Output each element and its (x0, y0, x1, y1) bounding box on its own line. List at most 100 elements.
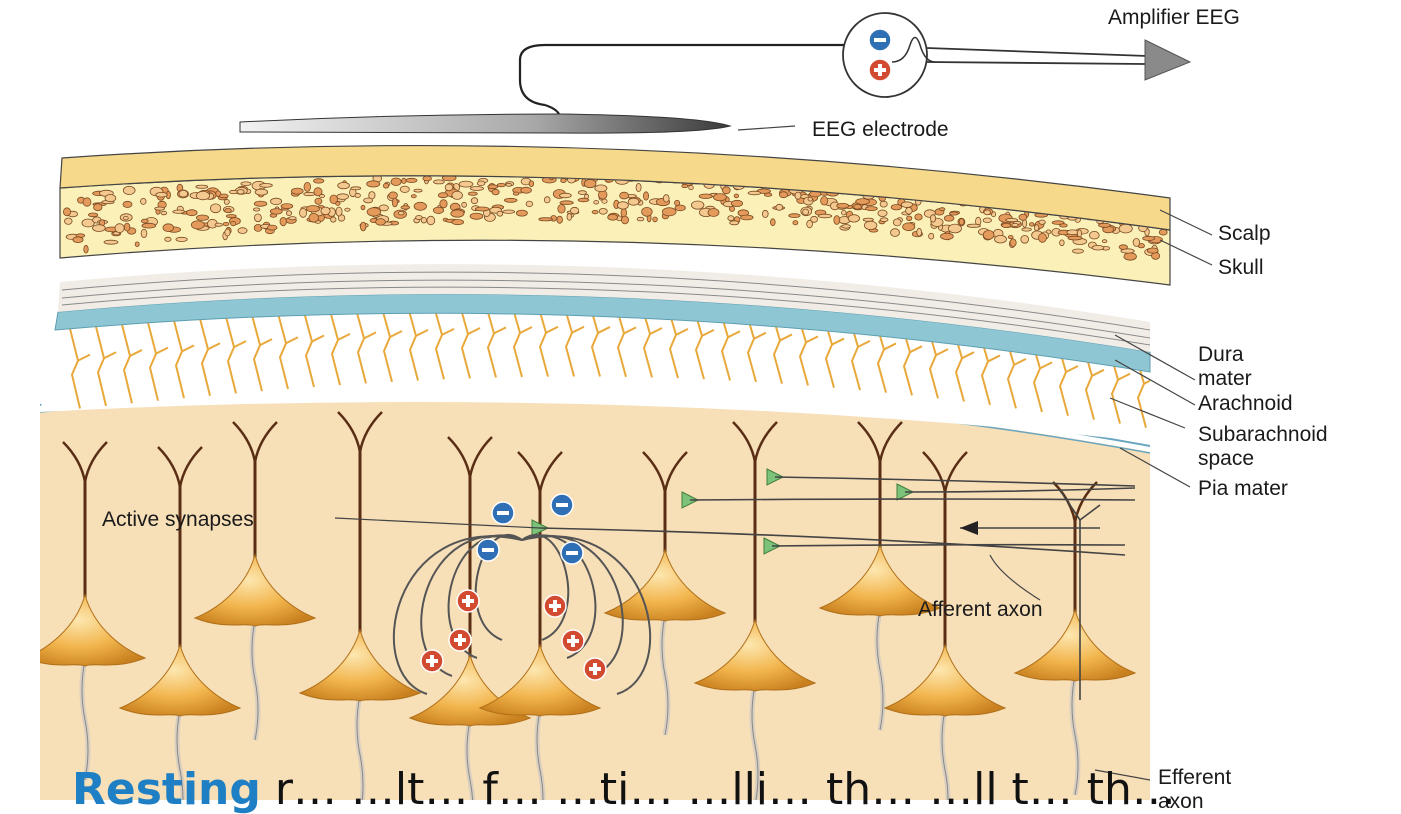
bone-cell (929, 233, 934, 239)
bone-cell (1029, 223, 1034, 227)
bone-cell (360, 222, 366, 231)
bone-cell (504, 198, 517, 202)
bone-cell (944, 215, 954, 221)
bone-cell (714, 194, 727, 201)
bone-cell (1067, 230, 1079, 235)
bone-cell (1119, 224, 1132, 233)
bone-cell (730, 221, 739, 225)
bone-cell (561, 178, 567, 182)
bone-cell (314, 179, 324, 183)
bone-cell (165, 237, 171, 241)
bone-cell (779, 192, 787, 198)
bone-cell (238, 228, 247, 234)
bone-cell (83, 198, 91, 206)
bone-cell (367, 181, 380, 187)
bone-cell (620, 192, 629, 199)
bone-cell (281, 204, 293, 209)
bone-cell (948, 224, 961, 233)
bone-cell (557, 216, 563, 223)
bone-cell (506, 183, 511, 186)
bone-cell (949, 212, 958, 215)
bone-cell (854, 204, 862, 209)
bone-cell (842, 210, 847, 215)
bone-cell (406, 178, 417, 182)
bone-cell (864, 221, 877, 229)
bone-cell (345, 208, 350, 211)
electrode-label: EEG electrode (812, 118, 949, 142)
bone-cell (1143, 236, 1155, 240)
bone-cell (903, 223, 915, 231)
bone-cell (1010, 239, 1016, 247)
bone-cell (770, 219, 775, 226)
bone-cell (663, 195, 669, 202)
bone-cell (254, 214, 261, 222)
bone-cell (521, 187, 532, 193)
bone-cell (434, 180, 445, 184)
caption-clip: Resting r… …lt… f… …ti… …lli… th… …ll t…… (0, 770, 1401, 814)
bone-cell (462, 202, 467, 207)
bone-cell (280, 217, 286, 225)
bone-cell (93, 225, 106, 232)
bone-cell (821, 197, 828, 206)
bone-cell (191, 221, 204, 229)
bone-cell (321, 207, 330, 215)
bone-cell (1092, 245, 1104, 250)
bone-cell (142, 223, 156, 228)
bone-cell (253, 208, 259, 211)
bone-cell (599, 208, 607, 214)
bone-cell (803, 209, 809, 215)
bone-cell (497, 211, 503, 216)
bone-cell (319, 194, 324, 197)
bone-cell (863, 218, 873, 221)
bone-cell (123, 186, 135, 194)
bone-cell (1006, 218, 1018, 221)
bone-cell (907, 216, 912, 221)
bone-cell (901, 202, 912, 208)
electrode-wire (520, 45, 845, 105)
bone-cell (1102, 240, 1107, 243)
amplifier-icon (843, 13, 927, 97)
bone-cell (941, 233, 954, 239)
bone-cell (560, 193, 572, 198)
bone-cell (267, 225, 277, 230)
bone-cell (179, 190, 188, 197)
bone-cell (445, 184, 453, 191)
bone-cell (304, 182, 311, 191)
bone-cell (470, 187, 483, 191)
bone-cell (728, 216, 734, 221)
bone-cell (271, 198, 282, 204)
bone-cell (351, 187, 361, 190)
bone-cell (338, 182, 350, 188)
bone-cell (578, 191, 586, 195)
bone-cell (940, 208, 945, 211)
bone-cell (1022, 228, 1032, 231)
dura-label-line1: Dura (1198, 343, 1244, 367)
bone-cell (423, 176, 432, 181)
bone-cell (392, 198, 397, 207)
bone-cell (880, 218, 888, 222)
bone-cell (689, 186, 694, 190)
bone-cell (866, 207, 878, 211)
bone-cell (503, 210, 515, 213)
bone-cell (617, 202, 628, 209)
active-synapses-label: Active synapses (102, 508, 254, 532)
bone-cell (230, 190, 238, 193)
bone-cell (389, 192, 398, 199)
bone-cell (383, 183, 388, 188)
bone-cell (917, 228, 922, 236)
bone-cell (628, 198, 639, 205)
bone-cell (225, 209, 232, 213)
bone-cell (959, 219, 964, 226)
bone-cell (124, 223, 130, 231)
bone-cell (653, 217, 658, 222)
bone-cell (414, 189, 422, 192)
bone-cell (915, 214, 922, 220)
bone-cell (1060, 240, 1065, 246)
bone-cell (433, 207, 443, 213)
positive-charge-icon (421, 650, 443, 672)
bone-cell (94, 204, 102, 211)
bone-cell (643, 192, 648, 200)
caption-highlight: Resting (72, 770, 261, 814)
bone-cell (708, 209, 719, 217)
bone-cell (1159, 230, 1167, 236)
